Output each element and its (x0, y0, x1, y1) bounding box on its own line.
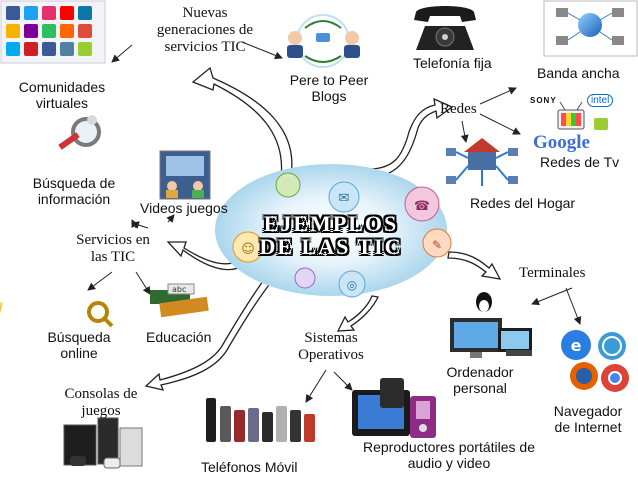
node-navegador-internet: Navegador de Internet (553, 403, 623, 435)
node-banda-ancha: Banda ancha (537, 65, 620, 81)
mobile-phones-picture (206, 398, 315, 442)
computers-picture (450, 292, 532, 358)
node-videojuegos: Videos juegos (140, 200, 228, 216)
svg-text:◎: ◎ (347, 278, 357, 292)
node-consolas: Consolas de juegos (64, 386, 138, 419)
svg-text:☎: ☎ (414, 199, 430, 214)
broadband-picture (543, 0, 638, 57)
main-arrows (144, 66, 502, 391)
home-network-picture (446, 138, 518, 186)
tv-picture (557, 101, 608, 130)
arrow-to-terminales (447, 251, 502, 280)
telephone-picture (414, 6, 476, 50)
node-terminales: Terminales (519, 265, 586, 281)
node-nuevas-generaciones: Nuevas generaciones de servicios TIC (156, 5, 254, 55)
busqueda-online-picture (0, 301, 114, 328)
center-hub: ✉ ☎ ☺ ✎ ◎ (215, 164, 452, 298)
browsers-picture: e (561, 330, 629, 392)
node-reproductores: Reproductores portátiles de audio y vide… (363, 439, 535, 471)
arrow-to-servicios (166, 241, 239, 271)
svg-text:✉: ✉ (339, 191, 350, 206)
node-educacion: Educación (146, 329, 212, 345)
node-redes: Redes (440, 101, 477, 117)
center-title: EJEMPLOS DE LAS TIC (214, 212, 448, 258)
consoles-picture (63, 417, 143, 469)
education-picture: abc (150, 283, 209, 318)
svg-text:e: e (571, 336, 582, 355)
node-busqueda-informacion: Búsqueda de información (32, 175, 116, 207)
arrow-to-consolas (144, 276, 273, 391)
node-servicios-tic: Servicios en las TIC (76, 232, 150, 265)
sony-logo: SONY (530, 96, 557, 105)
svg-text:✎: ✎ (432, 238, 442, 252)
intel-logo: intel (587, 94, 614, 108)
node-ordenador-personal: Ordenador personal (446, 364, 514, 396)
center-title-line1: EJEMPLOS (263, 211, 399, 236)
arrow-to-nuevas (191, 66, 293, 179)
svg-text:abc: abc (172, 285, 186, 294)
svg-text:☺: ☺ (241, 242, 255, 257)
search-magnifier-picture (58, 115, 101, 150)
node-sistemas-operativos: Sistemas Operativos (298, 330, 364, 363)
node-telefonos-movil: Teléfonos Móvil (201, 459, 298, 475)
social-icons-picture (0, 0, 106, 64)
node-redes-hogar: Redes del Hogar (470, 195, 576, 211)
node-telefonia-fija: Telefonía fija (413, 55, 492, 71)
node-p2p-blogs: Pere to Peer Blogs (289, 72, 369, 104)
arrow-to-redes (370, 97, 454, 178)
p2p-picture (287, 14, 360, 68)
node-busqueda-online: Búsqueda online (47, 329, 111, 361)
google-logo: Google (533, 132, 590, 153)
videogames-picture (159, 150, 211, 200)
thin-connectors (87, 41, 582, 403)
node-comunidades-virtuales: Comunidades virtuales (18, 79, 106, 111)
media-players-picture (352, 378, 436, 438)
arrow-to-sistemas (336, 295, 379, 332)
center-title-line2: DE LAS TIC (259, 234, 403, 260)
node-redes-tv: Redes de Tv (540, 154, 620, 170)
